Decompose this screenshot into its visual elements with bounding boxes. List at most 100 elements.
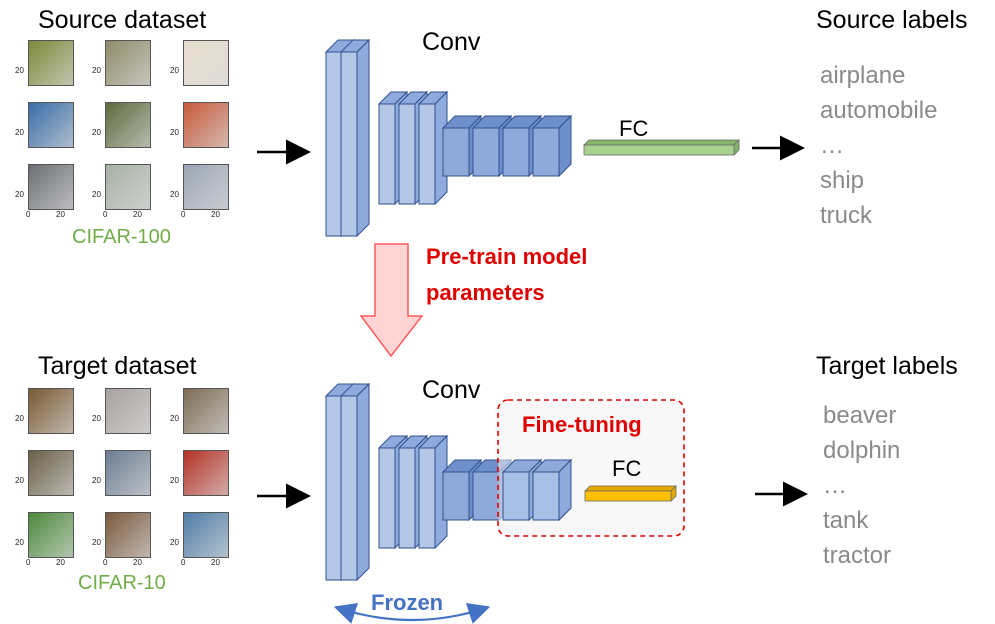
source-thumbnail: [28, 164, 74, 210]
y-tick-label: 20: [92, 538, 101, 547]
conv-layer-medium-front: [418, 447, 436, 549]
fc-label-top: FC: [619, 116, 649, 141]
source-thumbnail: [28, 102, 74, 148]
target-labels-title: Target labels: [816, 352, 958, 380]
source-label: …: [820, 132, 844, 159]
target-labels-list: beaver dolphin … tank tractor: [823, 398, 900, 573]
source-labels-title: Source labels: [816, 6, 968, 34]
source-thumbnail: [183, 102, 229, 148]
target-label: beaver: [823, 402, 897, 429]
y-tick-label: 20: [92, 476, 101, 485]
conv-layer-large-side: [356, 38, 370, 238]
source-dataset-title: Source dataset: [38, 6, 207, 34]
x-tick-label: 20: [133, 558, 142, 567]
y-tick-label: 20: [170, 538, 179, 547]
frozen-arrow: [333, 602, 491, 624]
y-tick-label: 20: [92, 128, 101, 137]
frozen-label: Frozen: [371, 590, 444, 615]
x-tick-label: 0: [26, 210, 31, 219]
y-tick-label: 20: [15, 414, 24, 423]
target-dataset-title: Target dataset: [38, 352, 197, 380]
x-tick-label: 20: [56, 558, 65, 567]
target-thumbnail: [105, 388, 151, 434]
target-dataset-name: CIFAR-10: [78, 572, 166, 594]
x-tick-label: 20: [133, 210, 142, 219]
x-tick-label: 0: [26, 558, 31, 567]
conv-layer-medium-front: [398, 103, 416, 205]
fc-bar-bottom-front: [584, 490, 672, 502]
fc-bar-bottom-top: [584, 485, 677, 492]
source-label: ship: [820, 167, 865, 194]
conv-layer-large-front: [325, 51, 343, 237]
source-thumbnail: [183, 40, 229, 86]
target-label: dolphin: [823, 437, 901, 464]
fc-bar-top-top: [583, 139, 740, 146]
conv-layer-small-front: [472, 127, 500, 177]
conv-layer-large-front: [325, 395, 343, 581]
source-thumbnail: [105, 102, 151, 148]
y-tick-label: 20: [92, 66, 101, 75]
y-tick-label: 20: [170, 414, 179, 423]
source-thumbnail: [183, 164, 229, 210]
y-tick-label: 20: [92, 190, 101, 199]
conv-layer-small-front: [472, 471, 500, 521]
target-thumbnail: [105, 450, 151, 496]
target-label: …: [823, 472, 847, 499]
finetuning-label: Fine-tuning: [522, 412, 642, 437]
source-thumbnail: [105, 164, 151, 210]
y-tick-label: 20: [170, 476, 179, 485]
source-thumbnail: [28, 40, 74, 86]
y-tick-label: 20: [15, 190, 24, 199]
x-tick-label: 20: [56, 210, 65, 219]
y-tick-label: 20: [92, 414, 101, 423]
x-tick-label: 0: [181, 210, 186, 219]
source-label: airplane: [820, 62, 906, 89]
target-thumbnail: [183, 450, 229, 496]
target-thumbnail: [183, 512, 229, 558]
y-tick-label: 20: [170, 66, 179, 75]
y-tick-label: 20: [15, 66, 24, 75]
conv-layer-medium-front: [378, 103, 396, 205]
conv-layer-small-finetune-front: [532, 471, 560, 521]
y-tick-label: 20: [170, 190, 179, 199]
x-tick-label: 0: [103, 210, 108, 219]
source-dataset-name: CIFAR-100: [72, 226, 171, 248]
conv-layer-large-side: [356, 382, 370, 582]
transfer-arrow: [359, 243, 424, 358]
x-tick-label: 20: [211, 558, 220, 567]
conv-layer-small-finetune-front: [502, 471, 530, 521]
target-thumbnail: [183, 388, 229, 434]
source-labels-list: airplane automobile … ship truck: [820, 58, 937, 233]
conv-layer-medium-front: [418, 103, 436, 205]
target-thumbnail: [105, 512, 151, 558]
fc-bar-top-front: [583, 144, 735, 156]
pretrain-text-line2: parameters: [426, 280, 545, 305]
conv-layer-small-front: [442, 471, 470, 521]
conv-layer-medium-front: [398, 447, 416, 549]
pretrain-text-line1: Pre-train model: [426, 244, 588, 269]
target-thumbnail: [28, 450, 74, 496]
conv-layer-small-front: [442, 127, 470, 177]
target-label: tank: [823, 507, 869, 534]
x-tick-label: 0: [103, 558, 108, 567]
y-tick-label: 20: [170, 128, 179, 137]
y-tick-label: 20: [15, 476, 24, 485]
source-label: automobile: [820, 97, 938, 124]
x-tick-label: 0: [181, 558, 186, 567]
y-tick-label: 20: [15, 538, 24, 547]
conv-layer-small-front: [502, 127, 530, 177]
target-thumbnail: [28, 512, 74, 558]
source-thumbnail: [105, 40, 151, 86]
source-label: truck: [820, 202, 873, 229]
y-tick-label: 20: [15, 128, 24, 137]
conv-label-bottom: Conv: [422, 376, 481, 404]
conv-layer-medium-front: [378, 447, 396, 549]
fc-label-bottom: FC: [612, 456, 642, 481]
conv-layer-large-front: [340, 51, 358, 237]
target-label: tractor: [823, 542, 892, 569]
x-tick-label: 20: [211, 210, 220, 219]
conv-label-top: Conv: [422, 28, 481, 56]
conv-layer-large-front: [340, 395, 358, 581]
conv-layer-small-front: [532, 127, 560, 177]
